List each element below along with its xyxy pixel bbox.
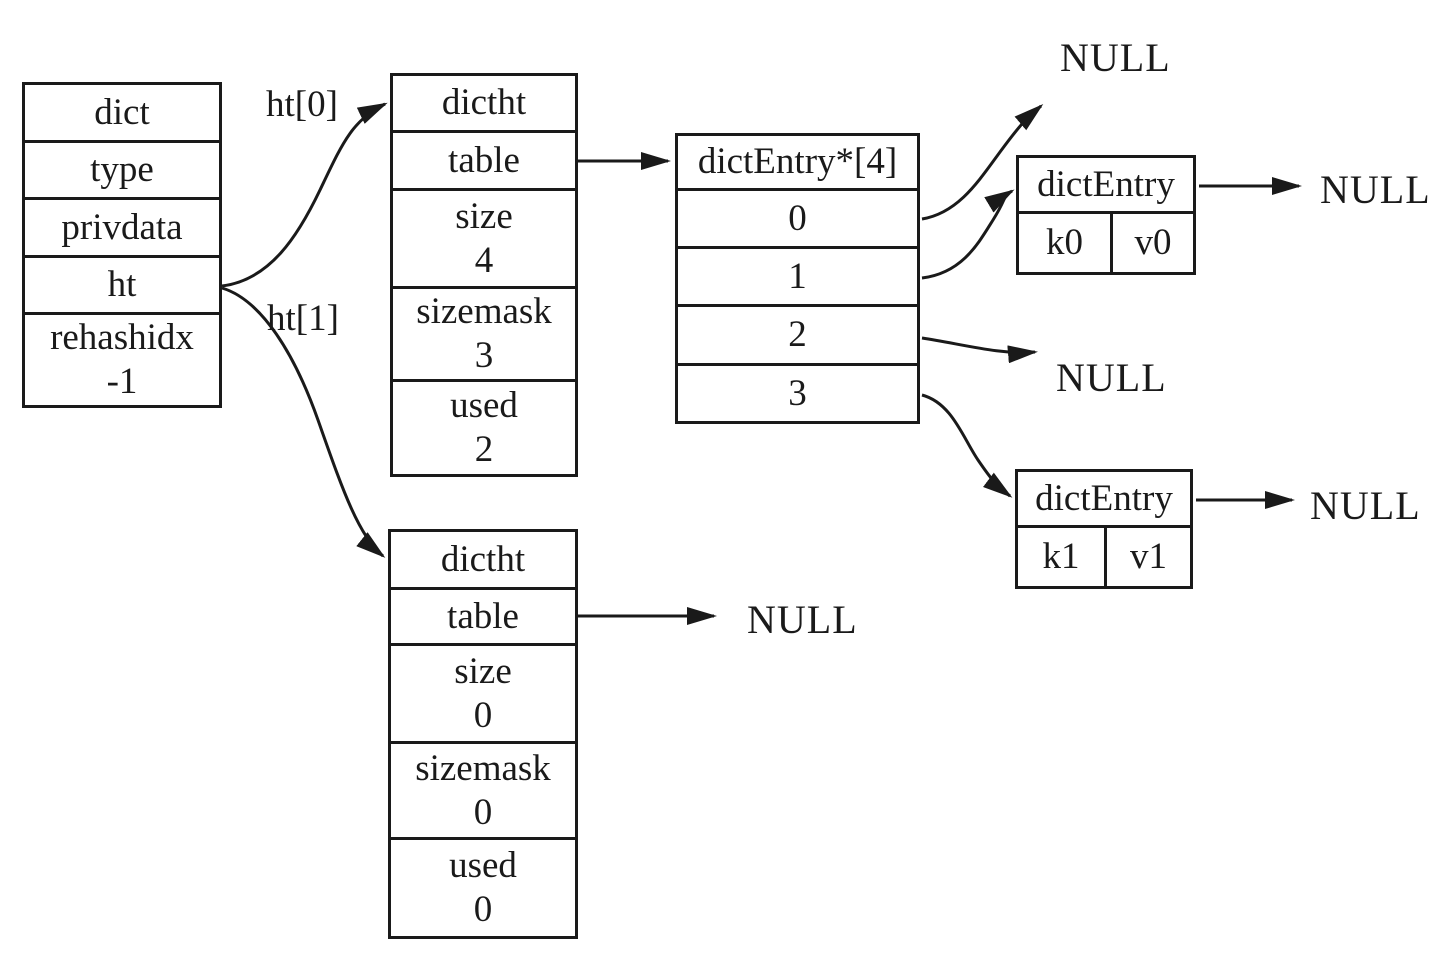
bucket-slot-2-label: 2 (788, 314, 807, 356)
dictentry1-header: dictEntry (1018, 472, 1190, 525)
edge-label-ht0: ht[0] (266, 84, 338, 125)
edge-label-ht1: ht[1] (267, 298, 339, 339)
arrow-slot3-to-entry1 (921, 393, 1013, 498)
dictentry0-kv-row: k0 v0 (1019, 211, 1193, 272)
dict-row-privdata-label: privdata (61, 206, 183, 248)
dictht1-row-size: size 0 (391, 643, 575, 741)
dict-row-privdata: privdata (25, 197, 219, 255)
dictht1-used-value: 0 (473, 889, 493, 930)
dictentry1-value: v1 (1130, 536, 1167, 578)
bucket-array-header: dictEntry*[4] (678, 136, 917, 188)
dictht0-sizemask-label: sizemask (416, 291, 552, 333)
dictht0-box: dictht table size 4 sizemask 3 used 2 (390, 73, 578, 477)
dictht1-row-table: table (391, 587, 575, 643)
arrow-slot1-to-entry0 (921, 189, 1015, 280)
dict-row-name: dict (25, 85, 219, 140)
dictht0-size-label: size (455, 195, 513, 237)
bucket-slot-1: 1 (678, 246, 917, 304)
bucket-slot-0: 0 (678, 188, 917, 246)
dictht1-size-value: 0 (473, 694, 493, 736)
dict-struct-box: dict type privdata ht rehashidx -1 (22, 82, 222, 408)
arrow-slot2-to-null (921, 336, 1038, 364)
dictht1-size-label: size (454, 650, 512, 692)
dictentry0-header: dictEntry (1019, 158, 1193, 211)
null-label-entry0-next: NULL (1320, 167, 1431, 212)
dictentry0-key-cell: k0 (1019, 214, 1110, 272)
dict-row-rehashidx-value: -1 (106, 361, 138, 402)
null-label-entry1-next: NULL (1310, 483, 1421, 528)
dictentry0-box: dictEntry k0 v0 (1016, 155, 1196, 275)
dictht1-used-label: used (449, 845, 517, 887)
dictht0-row-size: size 4 (393, 188, 575, 286)
dict-row-name-label: dict (94, 91, 150, 133)
bucket-slot-2: 2 (678, 304, 917, 363)
dictht1-sizemask-value: 0 (473, 791, 493, 833)
dict-row-rehashidx-label: rehashidx (50, 317, 194, 359)
dictht0-used-label: used (450, 385, 518, 427)
dictentry0-header-label: dictEntry (1037, 163, 1175, 205)
dict-row-type: type (25, 140, 219, 197)
dictentry1-value-cell: v1 (1104, 528, 1190, 586)
dictentry0-value: v0 (1134, 222, 1172, 264)
dictht0-size-value: 4 (474, 239, 494, 281)
dictht1-table-label: table (447, 595, 519, 637)
dictht0-used-value: 2 (474, 429, 494, 470)
dictht1-name-label: dictht (440, 538, 526, 580)
dictentry1-kv-row: k1 v1 (1018, 525, 1190, 586)
dictentry0-value-cell: v0 (1110, 214, 1193, 272)
dictht0-sizemask-value: 3 (474, 335, 494, 376)
dictht0-row-table: table (393, 130, 575, 188)
dict-row-rehashidx: rehashidx -1 (25, 312, 219, 405)
bucket-slot-3-label: 3 (788, 372, 807, 414)
bucket-slot-3: 3 (678, 363, 917, 421)
bucket-array-box: dictEntry*[4] 0 1 2 3 (675, 133, 920, 424)
bucket-slot-0-label: 0 (788, 197, 807, 239)
dict-row-type-label: type (90, 149, 154, 191)
dictentry1-header-label: dictEntry (1035, 477, 1173, 519)
dictht1-box: dictht table size 0 sizemask 0 used 0 (388, 529, 578, 939)
dictht0-table-label: table (448, 139, 520, 181)
dictht1-sizemask-label: sizemask (415, 747, 551, 789)
bucket-array-header-label: dictEntry*[4] (697, 141, 898, 183)
dict-row-ht-label: ht (107, 264, 137, 306)
arrow-ht0 (221, 102, 388, 288)
null-label-top: NULL (1060, 35, 1171, 80)
dictht0-row-name: dictht (393, 76, 575, 130)
null-label-ht1-table: NULL (747, 597, 858, 642)
dictht1-row-used: used 0 (391, 837, 575, 936)
dictentry1-box: dictEntry k1 v1 (1015, 469, 1193, 589)
dictht0-row-sizemask: sizemask 3 (393, 286, 575, 379)
dictht1-row-name: dictht (391, 532, 575, 587)
dictht0-name-label: dictht (441, 82, 527, 124)
null-label-slot2: NULL (1056, 355, 1167, 400)
dictentry0-key: k0 (1046, 222, 1083, 264)
dictentry1-key-cell: k1 (1018, 528, 1104, 586)
dictht1-row-sizemask: sizemask 0 (391, 741, 575, 837)
bucket-slot-1-label: 1 (788, 255, 807, 297)
dictentry1-key: k1 (1042, 536, 1080, 578)
dict-row-ht: ht (25, 255, 219, 312)
dictht0-row-used: used 2 (393, 379, 575, 474)
